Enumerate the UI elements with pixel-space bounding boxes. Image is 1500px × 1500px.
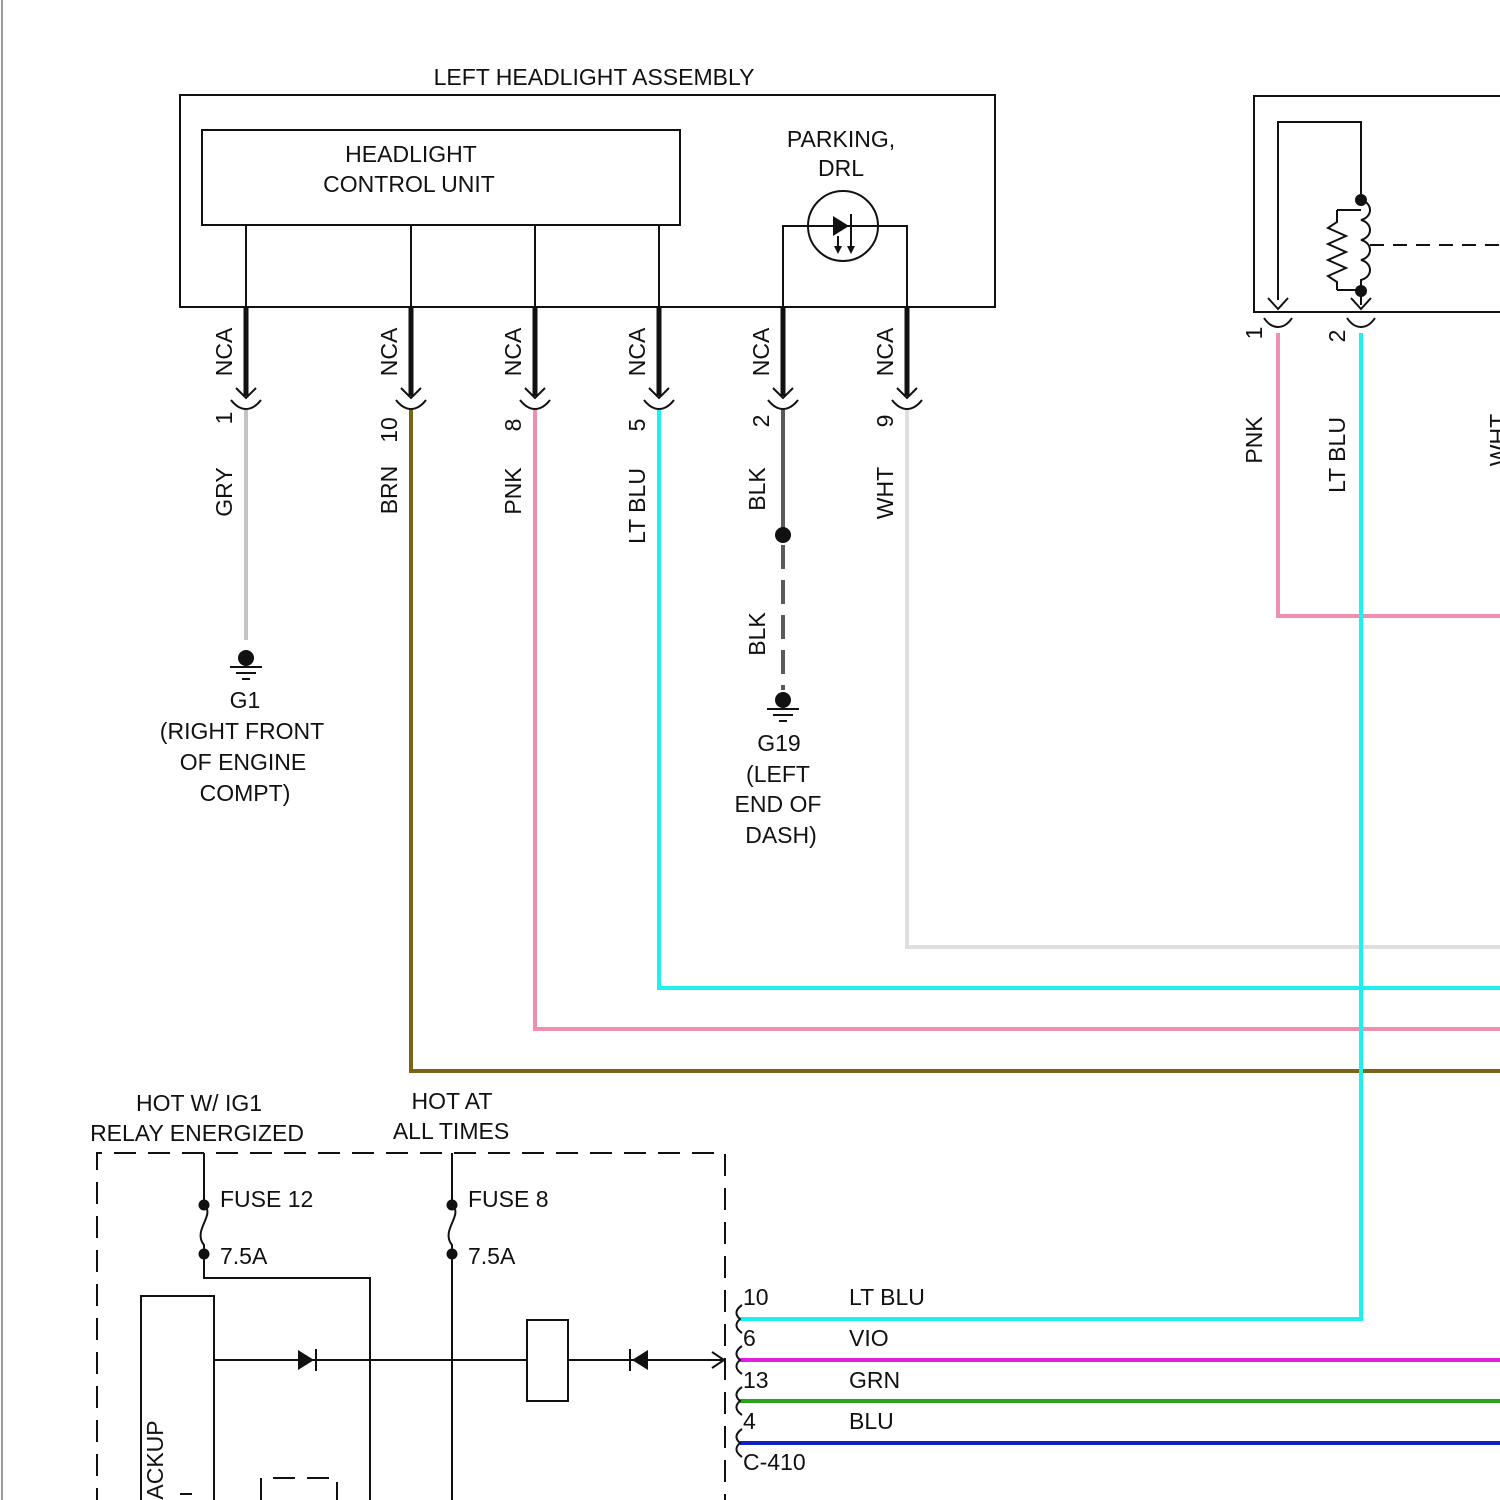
pin-number: 9 <box>872 415 898 428</box>
nca-stubs <box>246 307 907 396</box>
right-wire-color-label: WHT <box>1485 414 1500 466</box>
right-wire-color-label: LT BLU <box>1324 417 1350 493</box>
c410-pin: 13 <box>743 1367 769 1393</box>
ground-g1-location-2: OF ENGINE <box>180 749 307 775</box>
fuse-box-border <box>97 1153 725 1500</box>
control-unit-label-1: HEADLIGHT <box>345 141 477 167</box>
right-connector-symbols <box>1264 318 1375 327</box>
wire-color-label: GRY <box>211 467 237 516</box>
fuse8-rating: 7.5A <box>468 1243 516 1269</box>
connector-arc <box>231 400 261 409</box>
ground-g19-name: G19 <box>757 730 800 756</box>
pin-number: 5 <box>624 419 650 432</box>
splice-dot <box>775 527 791 543</box>
hot-ig1-label-2: RELAY ENERGIZED <box>90 1120 304 1146</box>
resistor-block <box>527 1320 568 1401</box>
wire-lt-blu-right <box>740 333 1361 1319</box>
pin-number: 1 <box>211 412 237 425</box>
connector-arc <box>644 400 674 409</box>
parking-label-2: DRL <box>818 155 864 181</box>
nca-label: NCA <box>624 327 650 376</box>
right-wire-color-label: PNK <box>1241 416 1267 464</box>
hot-always-label-1: HOT AT <box>412 1088 493 1114</box>
fuse12-circuit <box>204 1254 370 1500</box>
nca-label: NCA <box>376 327 402 376</box>
assembly-title: LEFT HEADLIGHT ASSEMBLY <box>434 64 755 90</box>
c410-pin: 10 <box>743 1284 769 1310</box>
wire-color-label: WHT <box>872 467 898 519</box>
hot-ig1-label-1: HOT W/ IG1 <box>136 1090 262 1116</box>
assembly-connector-symbols <box>231 388 922 409</box>
connector-arc <box>768 400 798 409</box>
backup-label: ACKUP <box>142 1420 168 1499</box>
ground-g1-name: G1 <box>230 687 261 713</box>
control-unit-leads <box>246 225 659 307</box>
diode-icon <box>630 1349 648 1371</box>
arrow-icon <box>1268 298 1371 309</box>
nca-label: NCA <box>748 327 774 376</box>
c410-wire-color: BLU <box>849 1408 894 1434</box>
nca-label: NCA <box>211 327 237 376</box>
fuse8-name: FUSE 8 <box>468 1186 549 1212</box>
blk-splice-label: BLK <box>744 612 770 656</box>
fuse-icon <box>447 1200 458 1260</box>
wire-pnk-right <box>1278 333 1500 616</box>
nca-label: NCA <box>872 327 898 376</box>
ground-icon <box>767 692 799 721</box>
hot-always-label-2: ALL TIMES <box>393 1118 509 1144</box>
inner-dashed-box <box>261 1478 337 1500</box>
wire-color-label: BLK <box>744 467 770 511</box>
right-pin-number: 2 <box>1324 330 1350 343</box>
wire-pnk <box>535 410 1500 1029</box>
ground-g1-location-3: COMPT) <box>200 780 291 806</box>
diode-icon <box>298 1349 316 1371</box>
pin-number: 2 <box>748 415 774 428</box>
parking-label-1: PARKING, <box>787 126 895 152</box>
parking-drl-led-icon <box>783 191 907 307</box>
wire-color-label: PNK <box>500 467 526 515</box>
right-pin-number: 1 <box>1241 327 1267 340</box>
right-component <box>1254 96 1500 312</box>
c410-pin: 6 <box>743 1325 756 1351</box>
pin-number: 8 <box>500 419 526 432</box>
wire-wht <box>907 410 1500 947</box>
c410-wire-color: VIO <box>849 1325 889 1351</box>
c410-wire-color: LT BLU <box>849 1284 925 1310</box>
fuse12-name: FUSE 12 <box>220 1186 313 1212</box>
ground-g19-location-3: DASH) <box>745 822 817 848</box>
wire-color-label: LT BLU <box>624 468 650 544</box>
c410-pin: 4 <box>743 1408 756 1434</box>
connector-arc <box>396 400 426 409</box>
fuse-icon <box>199 1200 210 1260</box>
connector-arc <box>892 400 922 409</box>
ground-g1-location-1: (RIGHT FRONT <box>160 718 324 744</box>
c410-name: C-410 <box>743 1449 806 1475</box>
wire-brn <box>411 410 1500 1071</box>
nca-label: NCA <box>500 327 526 376</box>
fuse12-rating: 7.5A <box>220 1243 268 1269</box>
c410-wire-color: GRN <box>849 1367 900 1393</box>
pin-number: 10 <box>376 417 402 443</box>
relay-coil-icon <box>1328 194 1370 297</box>
ground-g19-location-1: (LEFT <box>746 761 810 787</box>
ground-g19-location-2: END OF <box>735 791 822 817</box>
control-unit-label-2: CONTROL UNIT <box>323 171 495 197</box>
ground-icon <box>230 650 262 679</box>
connector-arc <box>520 400 550 409</box>
wire-color-label: BRN <box>376 466 402 515</box>
c410-connector-symbols <box>736 1305 742 1457</box>
